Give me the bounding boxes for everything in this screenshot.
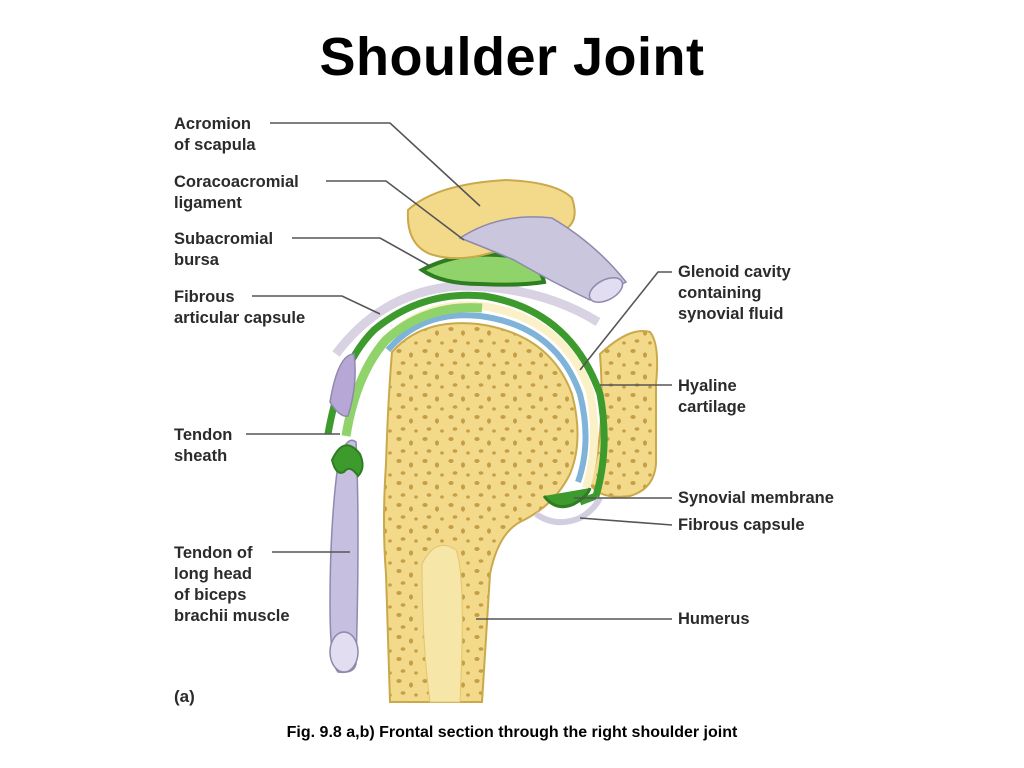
coracoacromial-ligament — [458, 216, 628, 301]
leader-acromion — [270, 122, 481, 207]
label-humerus: Humerus — [678, 610, 750, 628]
label-hyaline-cartilage: Hyaline cartilage — [678, 377, 746, 416]
leader-glenoid — [579, 271, 672, 371]
label-coracoacromial-ligament: Coracoacromial ligament — [174, 173, 299, 212]
label-fibrous-capsule: Fibrous capsule — [678, 516, 805, 534]
label-tendon-biceps: Tendon of long head of biceps brachii mu… — [174, 544, 290, 625]
synovial-membrane-lower — [542, 487, 592, 509]
diagram-canvas — [246, 122, 673, 703]
label-subacromial-bursa: Subacromial bursa — [174, 230, 274, 269]
label-synovial-membrane: Synovial membrane — [678, 489, 834, 507]
synovial-membrane-inner — [341, 303, 483, 437]
panel-label: (a) — [174, 687, 195, 706]
leader-subacromial — [292, 237, 431, 267]
biceps-tendon — [329, 439, 359, 674]
leader-lines-left — [246, 122, 481, 553]
tendon-sheath — [330, 444, 364, 478]
leader-fibrous-capsule — [579, 517, 673, 526]
leader-coracoacromial — [326, 180, 465, 241]
coracoid-cut-end — [588, 277, 624, 303]
shoulder-diagram: Acromion of scapula Coracoacromial ligam… — [160, 104, 860, 714]
hyaline-cartilage-humerus — [385, 312, 589, 483]
page-title: Shoulder Joint — [319, 27, 705, 87]
label-acromion: Acromion of scapula — [174, 115, 256, 154]
humerus-bone — [383, 322, 579, 703]
medullary-cavity — [421, 544, 463, 703]
figure-caption: Fig. 9.8 a,b) Frontal section through th… — [286, 724, 738, 741]
biceps-tendon-upper — [329, 353, 356, 417]
label-glenoid-cavity: Glenoid cavity containing synovial fluid — [678, 263, 791, 323]
synovial-membrane-outer — [324, 291, 608, 506]
label-tendon-sheath: Tendon sheath — [174, 426, 233, 465]
leader-lines-right — [476, 271, 673, 620]
fibrous-capsule — [332, 281, 601, 357]
leader-fibrous-articular — [252, 295, 381, 315]
biceps-tendon-cut-end — [329, 631, 359, 673]
label-fibrous-articular-capsule: Fibrous articular capsule — [174, 288, 306, 327]
